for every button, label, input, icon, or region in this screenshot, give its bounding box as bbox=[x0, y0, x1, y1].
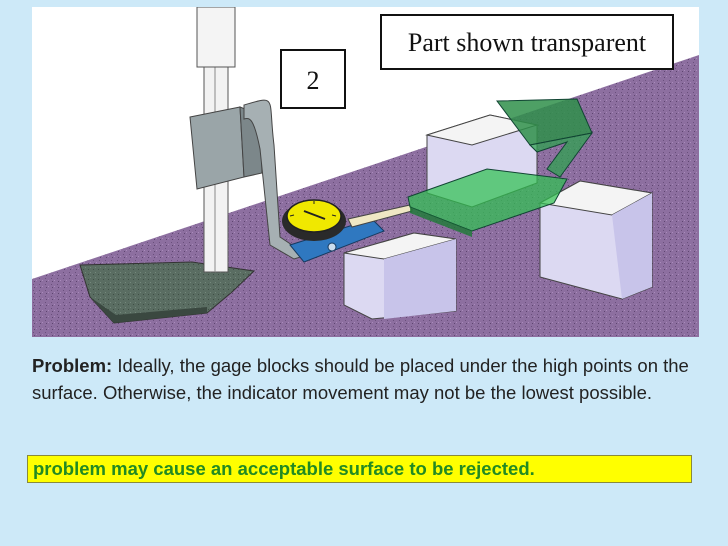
problem-body: Ideally, the gage blocks should be place… bbox=[32, 355, 689, 403]
problem-label: Problem: bbox=[32, 355, 113, 376]
consequence-highlight: problem may cause an acceptable surface … bbox=[27, 455, 692, 483]
height-gage-base bbox=[79, 261, 256, 324]
callout-text: Part shown transparent bbox=[408, 28, 647, 57]
transparent-part-bend bbox=[528, 132, 594, 178]
problem-description: Problem: Ideally, the gage blocks should… bbox=[32, 352, 704, 406]
step-number-box bbox=[280, 49, 346, 109]
step-number: 2 bbox=[307, 66, 320, 95]
setup-illustration: 2 Part shown transparent bbox=[32, 7, 699, 337]
height-gage-slider bbox=[189, 106, 245, 190]
callout-box bbox=[380, 14, 674, 70]
indicator-holder bbox=[289, 218, 385, 263]
